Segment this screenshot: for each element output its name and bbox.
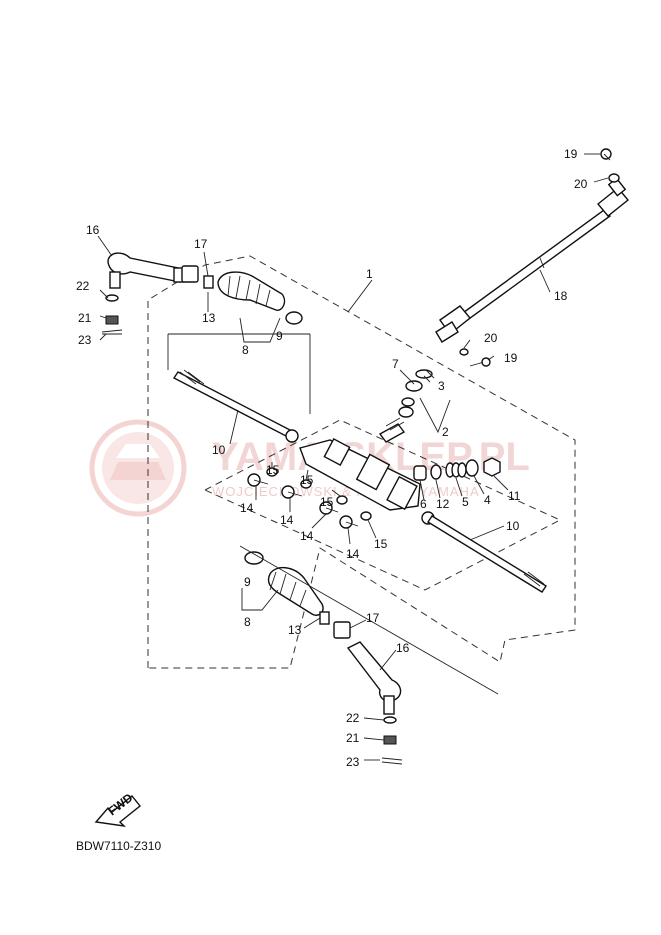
inner-tie-rod-lower (421, 511, 547, 593)
washer-20-mid (459, 348, 469, 356)
nut-lower (319, 611, 330, 625)
sleeve-upper (181, 265, 199, 283)
bolt-14d (339, 515, 359, 529)
callout-13-upper: 13 (202, 311, 216, 325)
callout-14-a: 14 (240, 501, 254, 515)
callout-11: 11 (508, 489, 521, 503)
sleeve-lower (333, 621, 351, 639)
callout-labels: 1 2 3 4 5 6 7 8 8 9 9 10 10 11 12 13 13 … (76, 147, 588, 769)
seal-7 (405, 380, 423, 392)
cotter-pin-upper (101, 329, 123, 335)
callout-19-mid: 19 (504, 351, 518, 365)
callout-1: 1 (366, 267, 373, 281)
callout-3: 3 (438, 379, 445, 393)
watermark-logo (89, 419, 187, 517)
fwd-arrow: FWD (94, 790, 141, 827)
callout-23-lower: 23 (346, 755, 360, 769)
cap-4 (465, 459, 479, 477)
diagram-code: BDW7110-Z310 (76, 839, 161, 853)
bush-2b (398, 406, 414, 418)
callout-10-upper: 10 (212, 443, 226, 457)
cotter-pin-lower (381, 757, 403, 765)
callout-16-upper: 16 (86, 223, 100, 237)
inner-tie-rod-upper (172, 369, 299, 443)
washer-15d (360, 511, 372, 521)
nut-upper (203, 275, 214, 289)
bush-2a (401, 397, 415, 407)
callout-9-lower: 9 (244, 575, 251, 589)
tie-rod-end-upper (107, 252, 185, 289)
bolt-14b (281, 485, 303, 499)
tie-rod-end-lower (346, 641, 402, 715)
steering-shaft (435, 177, 629, 343)
callout-7: 7 (392, 357, 399, 371)
callout-13-lower: 13 (288, 623, 302, 637)
gearbox-boundary (203, 419, 562, 591)
washer-upper (105, 294, 119, 302)
bolt-14a (247, 473, 269, 487)
boot-upper (217, 271, 286, 311)
callout-17-lower: 17 (366, 611, 380, 625)
callout-20-mid: 20 (484, 331, 498, 345)
callout-15-d: 15 (374, 537, 388, 551)
callout-18: 18 (554, 289, 568, 303)
callout-19-top: 19 (564, 147, 578, 161)
callout-20-top: 20 (574, 177, 588, 191)
callout-5: 5 (462, 495, 469, 509)
leader-lines (97, 153, 609, 761)
callout-23-upper: 23 (78, 333, 92, 347)
callout-15-b: 15 (300, 473, 314, 487)
callout-10-lower: 10 (506, 519, 520, 533)
callout-21-lower: 21 (346, 731, 360, 745)
plug-6 (413, 465, 427, 481)
castle-nut-upper (105, 315, 119, 325)
callout-22-upper: 22 (76, 279, 90, 293)
bolt-19-top (600, 148, 612, 161)
washer-lower (383, 716, 397, 724)
callout-14-b: 14 (280, 513, 294, 527)
rack-housing (299, 417, 421, 511)
callout-14-d: 14 (346, 547, 360, 561)
callout-15-a: 15 (266, 463, 280, 477)
castle-nut-lower (383, 735, 397, 745)
callout-8-lower: 8 (244, 615, 251, 629)
oring-12 (430, 464, 442, 480)
callout-12: 12 (436, 497, 450, 511)
bolt-19-mid (469, 357, 491, 367)
clamp-upper (285, 311, 303, 325)
callout-8-upper: 8 (242, 343, 249, 357)
callout-21-upper: 21 (78, 311, 92, 325)
callout-2: 2 (442, 425, 449, 439)
callout-4: 4 (484, 493, 491, 507)
spring-5 (445, 462, 467, 478)
callout-9-upper: 9 (276, 329, 283, 343)
callout-16-lower: 16 (396, 641, 410, 655)
callout-14-c: 14 (300, 529, 314, 543)
washer-20-top (608, 173, 620, 183)
callout-6: 6 (420, 497, 427, 511)
washer-15c (336, 495, 348, 505)
callout-15-c: 15 (320, 495, 334, 509)
callout-22-lower: 22 (346, 711, 360, 725)
callout-17-upper: 17 (194, 237, 208, 251)
locknut-11 (483, 457, 501, 477)
clamp-lower (244, 551, 264, 565)
